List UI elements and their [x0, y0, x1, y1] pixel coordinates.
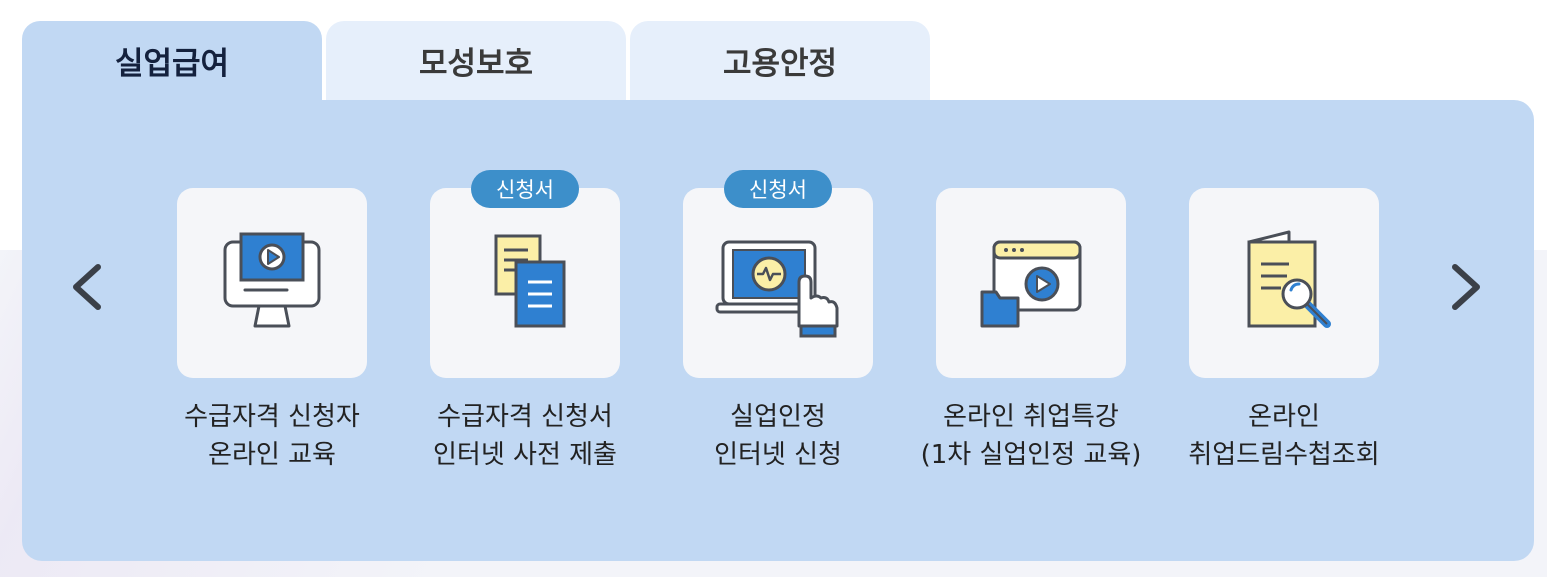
card-label-line1: 수급자격 신청자 [184, 402, 360, 432]
card-unemployment-recognition-button[interactable]: 신청서 [683, 170, 873, 378]
card-label-line1: 수급자격 신청서 [437, 402, 613, 432]
laptop-touch-icon [715, 240, 839, 338]
card-job-dream-notebook-button[interactable] [1189, 188, 1379, 378]
card-online-education-button[interactable] [177, 188, 367, 378]
prev-button[interactable] [66, 257, 106, 317]
application-badge: 신청서 [471, 170, 579, 208]
card-online-education: 수급자격 신청자 온라인 교육 [177, 188, 367, 470]
tab-employment-stability[interactable]: 고용안정 [630, 21, 930, 102]
card-label: 실업인정 인터넷 신청 [623, 398, 933, 474]
card-online-lecture: 온라인 취업특강 (1차 실업인정 교육) [921, 188, 1141, 470]
document-search-icon [1247, 230, 1331, 328]
chevron-left-icon [73, 264, 101, 310]
monitor-play-icon [223, 232, 321, 328]
card-label-line2: (1차 실업인정 교육) [920, 440, 1142, 470]
card-label-line2: 취업드림수첩조회 [1188, 440, 1380, 470]
tab-bar: 실업급여 모성보호 고용안정 [22, 21, 930, 102]
card-label-line1: 온라인 [1248, 402, 1320, 432]
tab-unemployment-benefit[interactable]: 실업급여 [22, 21, 322, 102]
card-label-line1: 실업인정 [730, 402, 826, 432]
card-label: 수급자격 신청서 인터넷 사전 제출 [370, 398, 680, 474]
card-job-dream-notebook: 온라인 취업드림수첩조회 [1188, 188, 1380, 470]
card-label-line2: 온라인 교육 [208, 440, 336, 470]
card-online-lecture-button[interactable] [936, 188, 1126, 378]
documents-icon [494, 234, 566, 328]
card-advance-submission-button[interactable]: 신청서 [430, 170, 620, 378]
card-label: 수급자격 신청자 온라인 교육 [117, 398, 427, 474]
video-folder-icon [980, 240, 1082, 328]
next-button[interactable] [1447, 257, 1487, 317]
card-label-line2: 인터넷 사전 제출 [433, 440, 617, 470]
tab-maternity-protection[interactable]: 모성보호 [326, 21, 626, 102]
card-label: 온라인 취업드림수첩조회 [1129, 398, 1439, 474]
card-label-line2: 인터넷 신청 [714, 440, 842, 470]
application-badge: 신청서 [724, 170, 832, 208]
card-advance-submission: 신청서 수급자격 신청서 인터넷 사전 제출 [430, 170, 620, 470]
card-label: 온라인 취업특강 (1차 실업인정 교육) [876, 398, 1186, 474]
chevron-right-icon [1452, 264, 1480, 310]
card-unemployment-recognition: 신청서 실업인정 인터넷 신청 [683, 170, 873, 470]
card-label-line1: 온라인 취업특강 [943, 402, 1119, 432]
